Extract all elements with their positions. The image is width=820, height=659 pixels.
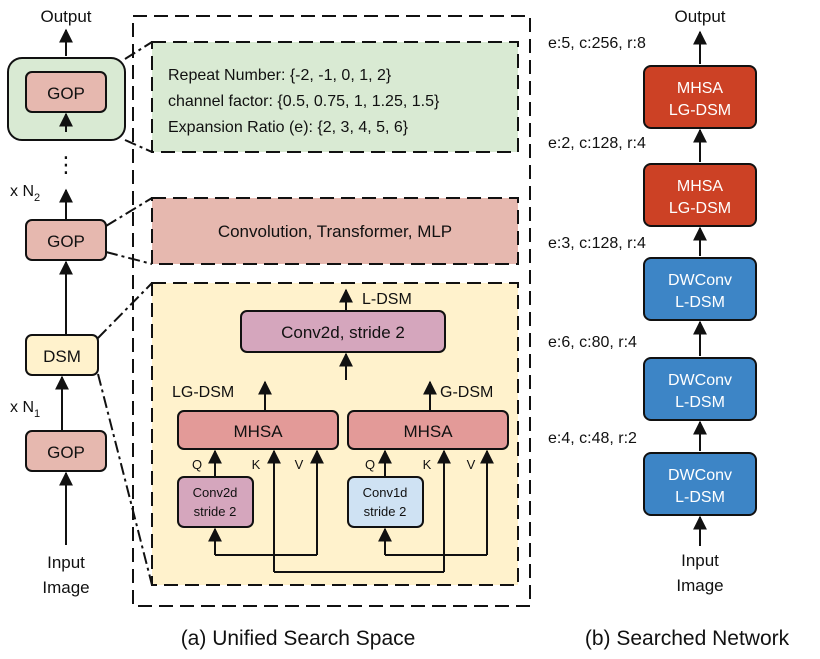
- mhsa-box-left: [177, 410, 339, 450]
- left-column: Output GOP ⋮ x N2 GOP DSM x N1 GOP Input…: [7, 7, 126, 597]
- block4-line1: DWConv: [668, 372, 732, 389]
- conv1d-small-box: [347, 476, 424, 528]
- conv2d-small-box: [177, 476, 254, 528]
- conv2d-small-line2: stride 2: [194, 504, 237, 519]
- svg-text:V: V: [295, 457, 304, 472]
- block5-line1: DWConv: [668, 467, 732, 484]
- conv2d-stride2-label: Conv2d, stride 2: [281, 323, 405, 342]
- block1-line1: MHSA: [677, 80, 724, 97]
- conv2d-small-line1: Conv2d: [193, 485, 238, 500]
- repeat-n2-label: x N2: [10, 183, 40, 204]
- unified-search-space-panel: [132, 15, 531, 607]
- block4-config: e:6, c:80, r:4: [548, 334, 637, 351]
- ldsm-label: L-DSM: [362, 291, 412, 308]
- repeat-number-text: Repeat Number: {-2, -1, 0, 1, 2}: [168, 67, 392, 84]
- dsm-box: [25, 334, 99, 376]
- svg-text:K: K: [423, 457, 432, 472]
- block5-line2: L-DSM: [675, 489, 725, 506]
- gop-label-top: GOP: [47, 84, 85, 103]
- mhsa-box-right: [347, 410, 509, 450]
- conv1d-small-line1: Conv1d: [363, 485, 408, 500]
- gop-box-mid: [25, 219, 107, 261]
- block1-config: e:5, c:256, r:8: [548, 35, 646, 52]
- gdsm-label: G-DSM: [440, 384, 493, 401]
- zoom-connectors: [97, 41, 153, 586]
- block2-config: e:2, c:128, r:4: [548, 135, 646, 152]
- block3-config: e:3, c:128, r:4: [548, 235, 646, 252]
- block4-box: [643, 357, 757, 421]
- block3-line2: L-DSM: [675, 294, 725, 311]
- left-output-label: Output: [40, 7, 91, 26]
- block4-line2: L-DSM: [675, 394, 725, 411]
- left-input-line2: Image: [42, 578, 89, 597]
- input-wiring: [208, 527, 487, 573]
- ellipsis-dots: ⋮: [55, 152, 77, 177]
- block2-line1: MHSA: [677, 178, 724, 195]
- svg-text:Q: Q: [192, 457, 202, 472]
- dsm-label: DSM: [43, 347, 81, 366]
- operator-types-text: Convolution, Transformer, MLP: [218, 222, 452, 241]
- lgdsm-label: LG-DSM: [172, 384, 234, 401]
- right-input-line2: Image: [676, 576, 723, 595]
- search-options-box: [151, 41, 519, 153]
- block5-box: [643, 452, 757, 516]
- svg-text:V: V: [467, 457, 476, 472]
- operator-types-box: [151, 197, 519, 265]
- block2-box: [643, 163, 757, 227]
- block3-box: [643, 257, 757, 321]
- block1-line2: LG-DSM: [669, 102, 731, 119]
- channel-factor-text: channel factor: {0.5, 0.75, 1, 1.25, 1.5…: [168, 93, 440, 110]
- svg-text:Q: Q: [365, 457, 375, 472]
- gop-box-top: [25, 71, 107, 113]
- svg-text:K: K: [252, 457, 261, 472]
- block1-box: [643, 65, 757, 129]
- gop-label-bottom: GOP: [47, 443, 85, 462]
- conv2d-stride2-box: [240, 310, 446, 353]
- gop-label-mid: GOP: [47, 232, 85, 251]
- block5-config: e:4, c:48, r:2: [548, 430, 637, 447]
- right-output-label: Output: [674, 7, 725, 26]
- block3-line1: DWConv: [668, 272, 732, 289]
- caption-b: (b) Searched Network: [585, 627, 790, 650]
- repeat-n1-label: x N1: [10, 399, 40, 420]
- expansion-ratio-text: Expansion Ratio (e): {2, 3, 4, 5, 6}: [168, 119, 409, 136]
- block2-line2: LG-DSM: [669, 200, 731, 217]
- qkv-labels: Q K V Q K V: [192, 457, 476, 472]
- searched-network: Output e:5, c:256, r:8 MHSA LG-DSM e:2, …: [548, 7, 757, 595]
- caption-a: (a) Unified Search Space: [181, 627, 416, 650]
- conv1d-small-line2: stride 2: [364, 504, 407, 519]
- left-input-line1: Input: [47, 553, 85, 572]
- right-input-line1: Input: [681, 551, 719, 570]
- mhsa-label-right: MHSA: [403, 422, 453, 441]
- gop-box-bottom: [25, 430, 107, 472]
- mhsa-label-left: MHSA: [233, 422, 283, 441]
